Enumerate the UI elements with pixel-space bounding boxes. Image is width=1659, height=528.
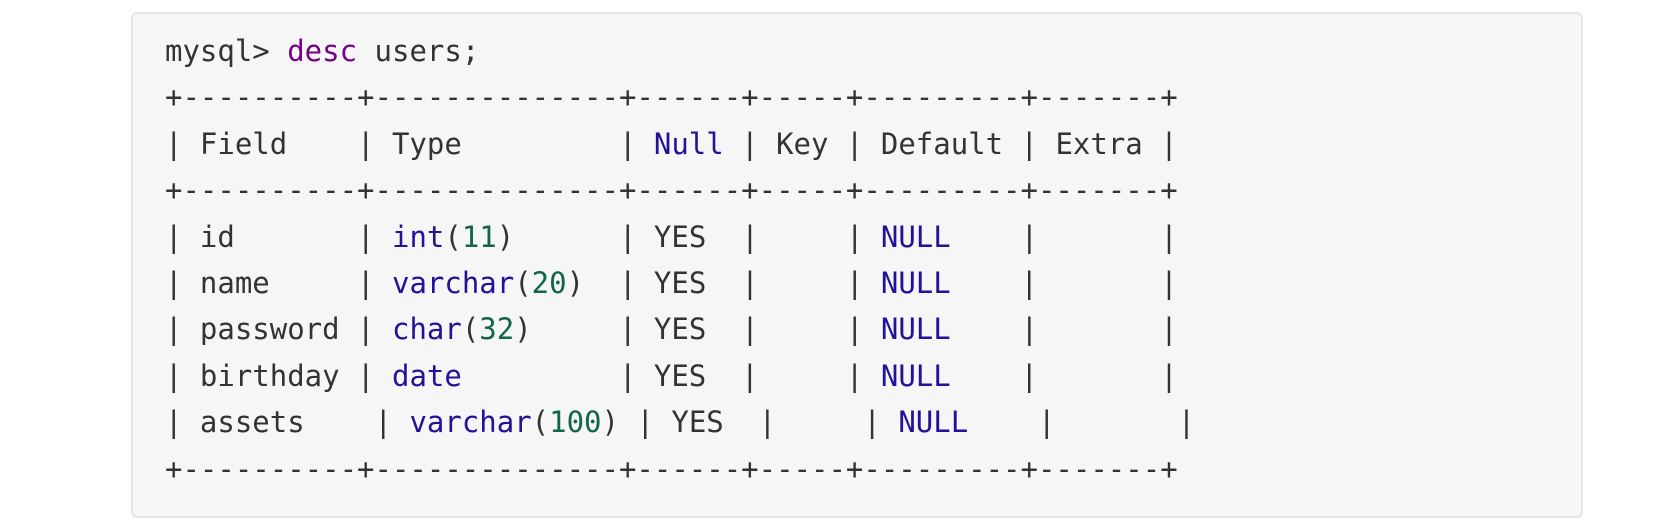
row-paren-close: ) bbox=[496, 219, 515, 254]
row-paren-open: ( bbox=[514, 265, 532, 300]
row-type-size: 100 bbox=[549, 405, 602, 440]
row-default: NULL bbox=[880, 312, 951, 347]
row-extra: | | bbox=[968, 405, 1196, 440]
command-keyword: desc bbox=[287, 34, 358, 68]
row-type-name: varchar bbox=[391, 265, 515, 300]
row-field: | assets | bbox=[165, 405, 410, 440]
row-field: | password | bbox=[165, 312, 392, 347]
row-null-key: | YES | | bbox=[461, 358, 881, 393]
row-paren-close: ) bbox=[514, 312, 532, 347]
row-default: NULL bbox=[898, 405, 969, 440]
row-null-key: | YES | | bbox=[584, 265, 881, 300]
row-default: NULL bbox=[880, 265, 951, 300]
table-header: | Field | Type | Null | Key | Default | … bbox=[165, 121, 1195, 167]
header-part-1: | Field | Type | bbox=[165, 126, 654, 161]
row-field: | name | bbox=[165, 265, 392, 300]
row-paren-open: ( bbox=[531, 405, 550, 440]
header-part-2: | Key | Default | Extra | bbox=[723, 126, 1178, 161]
row-field: | id | bbox=[165, 219, 392, 254]
command-argument: users; bbox=[357, 34, 480, 68]
code-block: mysql> desc users; +----------+----------… bbox=[131, 12, 1583, 518]
table-border-bottom: +----------+--------------+------+-----+… bbox=[165, 451, 1178, 486]
row-default: NULL bbox=[880, 358, 951, 393]
row-null-key: | YES | | bbox=[514, 219, 881, 254]
row-paren-close: ) bbox=[566, 265, 585, 300]
row-type-name: date bbox=[391, 358, 462, 393]
mysql-prompt: mysql> bbox=[165, 34, 288, 68]
row-field: | birthday | bbox=[165, 358, 392, 393]
table-border-top: +----------+--------------+------+-----+… bbox=[165, 80, 1178, 115]
row-extra: | | bbox=[950, 358, 1178, 393]
row-null-key: | YES | | bbox=[618, 405, 899, 440]
row-extra: | | bbox=[950, 312, 1178, 347]
table-row: | birthday | date | YES | | NULL | | bbox=[165, 353, 1195, 399]
command-line: mysql> desc users; bbox=[165, 28, 1195, 74]
table-row: | name | varchar(20) | YES | | NULL | | bbox=[165, 260, 1195, 306]
row-null-key: | YES | | bbox=[531, 312, 881, 347]
row-type-name: char bbox=[391, 312, 462, 347]
table-row: | assets | varchar(100) | YES | | NULL |… bbox=[165, 399, 1195, 445]
row-extra: | | bbox=[950, 219, 1178, 254]
table-row: | password | char(32) | YES | | NULL | | bbox=[165, 306, 1195, 352]
row-paren-close: ) bbox=[601, 405, 619, 440]
row-extra: | | bbox=[950, 265, 1178, 300]
header-null-column: Null bbox=[653, 126, 724, 161]
row-paren-open: ( bbox=[444, 219, 462, 254]
row-type-size: 32 bbox=[479, 312, 515, 347]
table-border-mid: +----------+--------------+------+-----+… bbox=[165, 173, 1178, 208]
row-type-size: 20 bbox=[531, 265, 567, 300]
table-row: | id | int(11) | YES | | NULL | | bbox=[165, 214, 1195, 260]
row-type-name: int bbox=[391, 219, 445, 254]
row-paren-open: ( bbox=[461, 312, 480, 347]
mysql-console-output: mysql> desc users; +----------+----------… bbox=[165, 28, 1195, 492]
row-default: NULL bbox=[880, 219, 951, 254]
row-type-size: 11 bbox=[461, 219, 497, 254]
row-type-name: varchar bbox=[409, 405, 532, 440]
